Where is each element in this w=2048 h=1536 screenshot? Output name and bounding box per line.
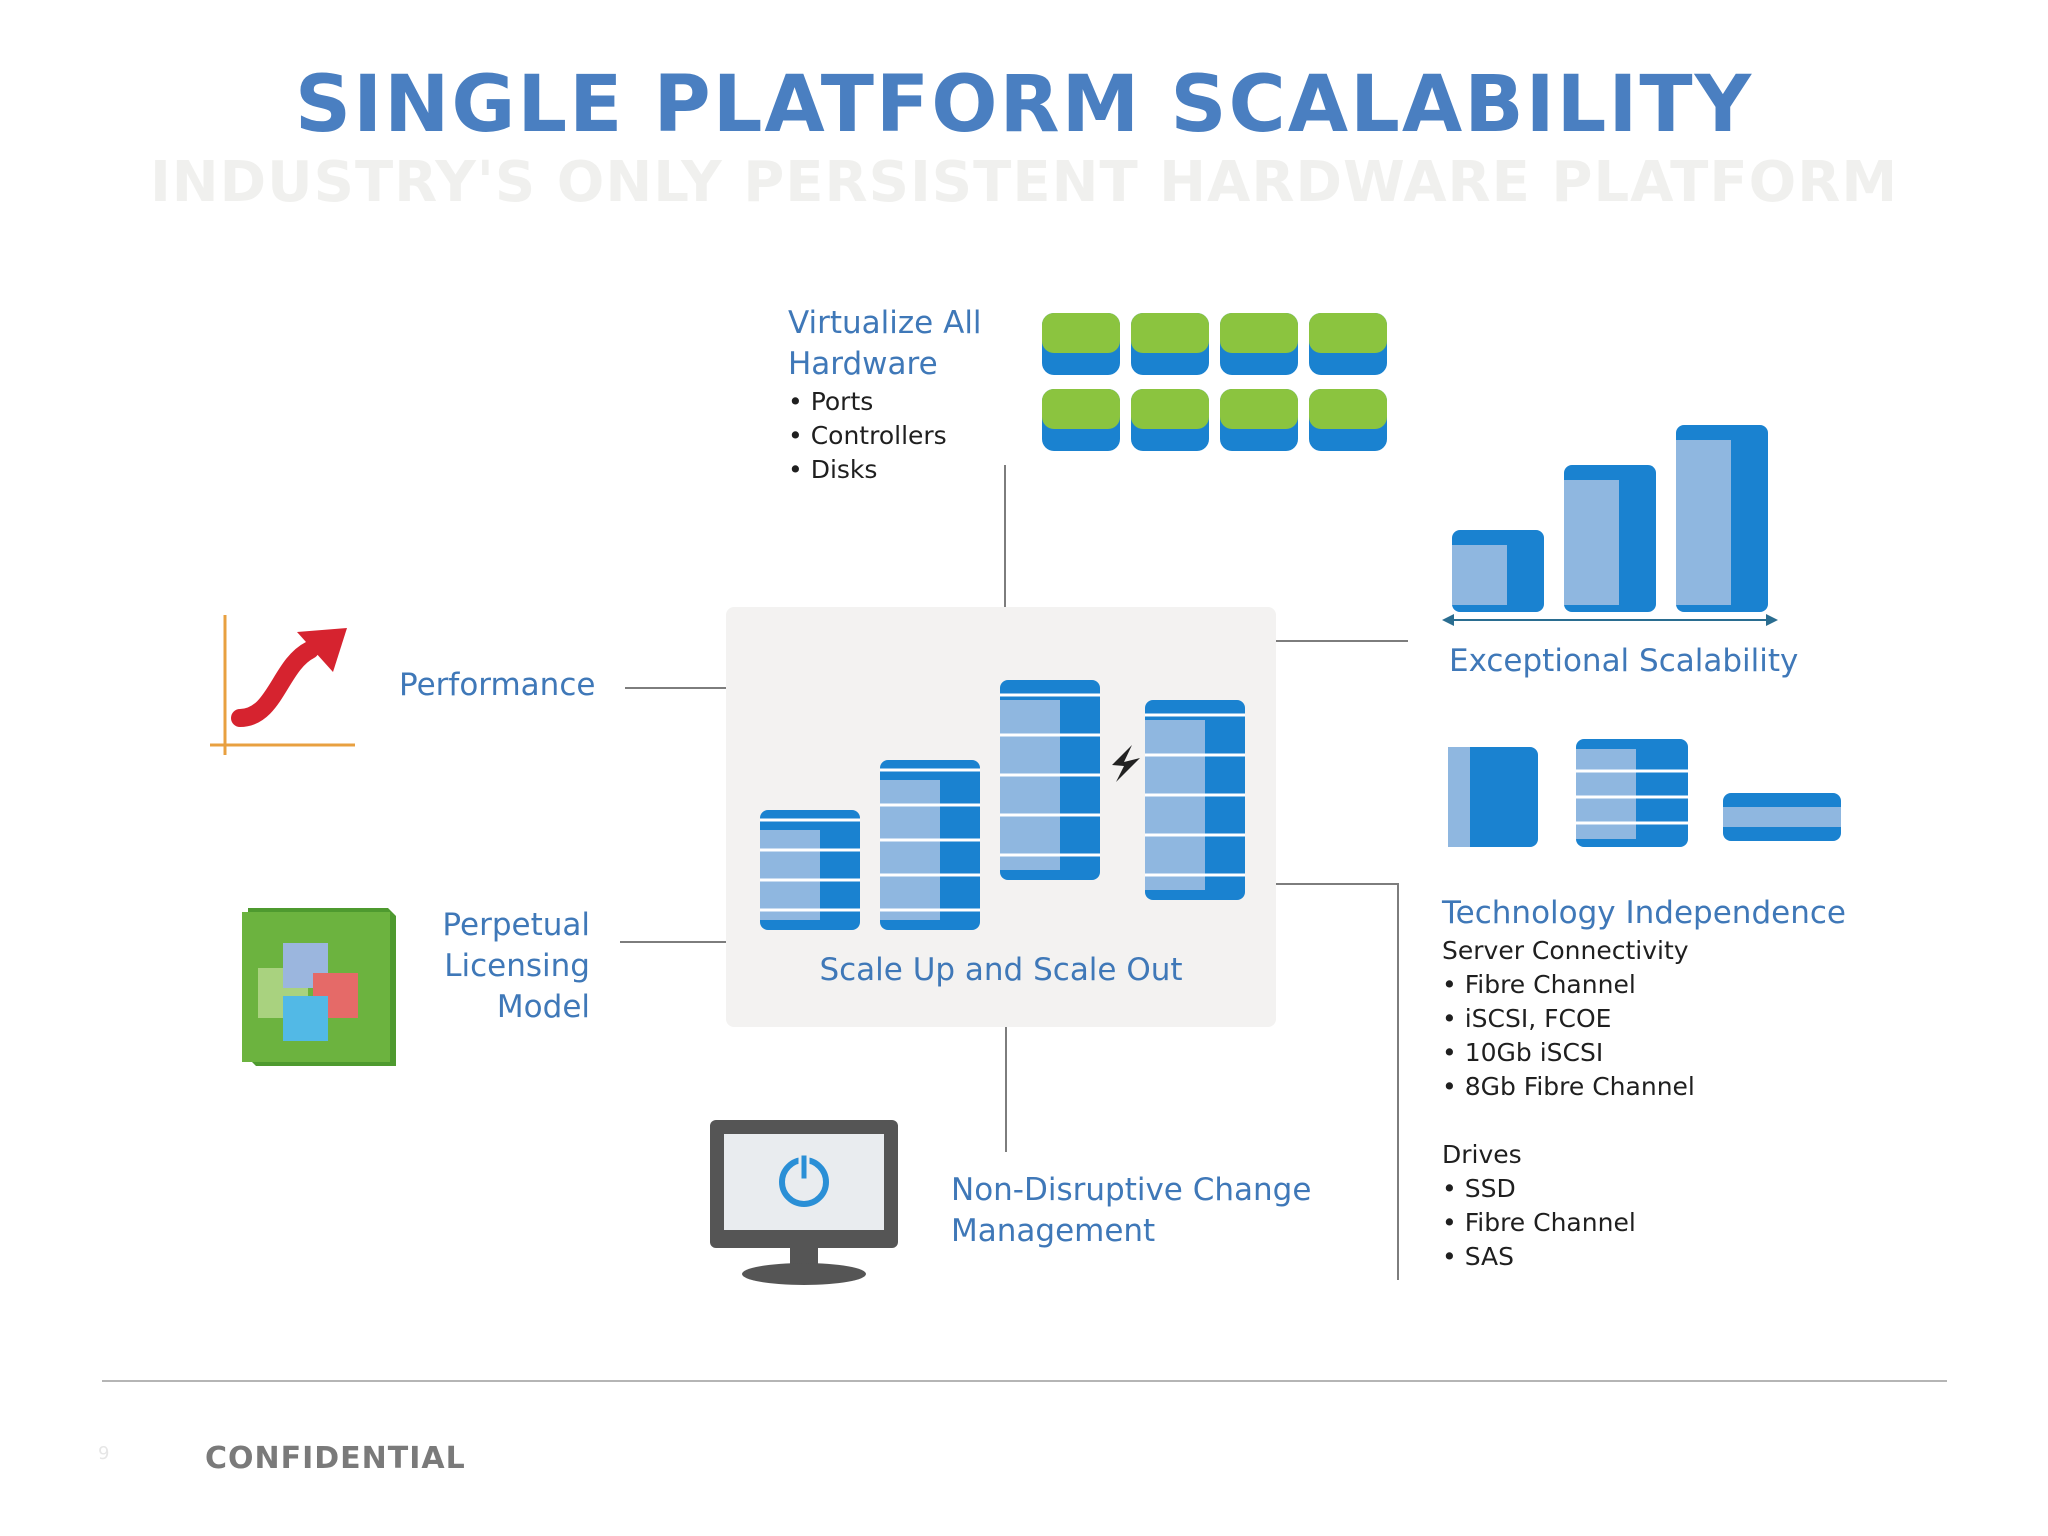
virtualize-list: Ports Controllers Disks — [788, 385, 982, 487]
footer-divider — [102, 1380, 1947, 1382]
monitor-power-icon — [710, 1120, 898, 1285]
list-item: SSD — [1442, 1172, 1846, 1206]
drives-list: SSD Fibre Channel SAS — [1442, 1172, 1846, 1274]
page-title: Single Platform Scalability — [294, 60, 1754, 150]
list-item: Fibre Channel — [1442, 1206, 1846, 1240]
list-item: Fibre Channel — [1442, 968, 1846, 1002]
list-item: Ports — [788, 385, 982, 419]
licensing-line-3: Model — [496, 989, 590, 1025]
list-item: 8Gb Fibre Channel — [1442, 1070, 1846, 1104]
server-stack-1 — [760, 810, 860, 930]
center-label: Scale Up and Scale Out — [819, 952, 1183, 988]
licensing-label: Perpetual Licensing Model — [430, 905, 590, 1028]
server-stack-2 — [880, 760, 980, 930]
server-connectivity-heading: Server Connectivity — [1442, 936, 1689, 965]
non-disruptive-label: Non-Disruptive Change Management — [951, 1170, 1311, 1252]
list-item: 10Gb iSCSI — [1442, 1036, 1846, 1070]
scalability-label: Exceptional Scalability — [1449, 643, 1799, 679]
page-subtitle: Industry's Only Persistent Hardware Plat… — [149, 150, 1899, 215]
tech-heading: Technology Independence — [1442, 895, 1846, 931]
virtualize-heading-2: Hardware — [788, 346, 938, 382]
virtualize-block: Virtualize All Hardware Ports Controller… — [788, 303, 982, 487]
technology-devices-icon — [1448, 739, 1841, 847]
licensing-line-2: Licensing — [444, 948, 590, 984]
server-stack-3 — [1000, 680, 1100, 880]
drives-heading: Drives — [1442, 1140, 1522, 1169]
list-item: SAS — [1442, 1240, 1846, 1274]
non-disruptive-line-1: Non-Disruptive Change — [951, 1172, 1312, 1208]
list-item: iSCSI, FCOE — [1442, 1002, 1846, 1036]
performance-chart-icon — [210, 615, 355, 755]
disk-array-icon — [1042, 313, 1387, 451]
server-stack-4 — [1145, 700, 1245, 900]
page-number: 9 — [98, 1443, 110, 1464]
list-item: Disks — [788, 453, 982, 487]
server-connectivity-list: Fibre Channel iSCSI, FCOE 10Gb iSCSI 8Gb… — [1442, 968, 1846, 1104]
list-item: Controllers — [788, 419, 982, 453]
performance-label: Performance — [399, 667, 596, 703]
confidential-label: Confidential — [205, 1441, 466, 1476]
virtualize-heading-1: Virtualize All — [788, 305, 982, 341]
tech-independence-block: Technology Independence Server Connectiv… — [1442, 893, 1846, 1274]
licensing-line-1: Perpetual — [442, 907, 590, 943]
non-disruptive-line-2: Management — [951, 1213, 1156, 1249]
scalability-servers-icon — [1442, 425, 1778, 626]
scale-servers-icon — [760, 680, 1245, 930]
license-cube-icon — [242, 908, 396, 1066]
